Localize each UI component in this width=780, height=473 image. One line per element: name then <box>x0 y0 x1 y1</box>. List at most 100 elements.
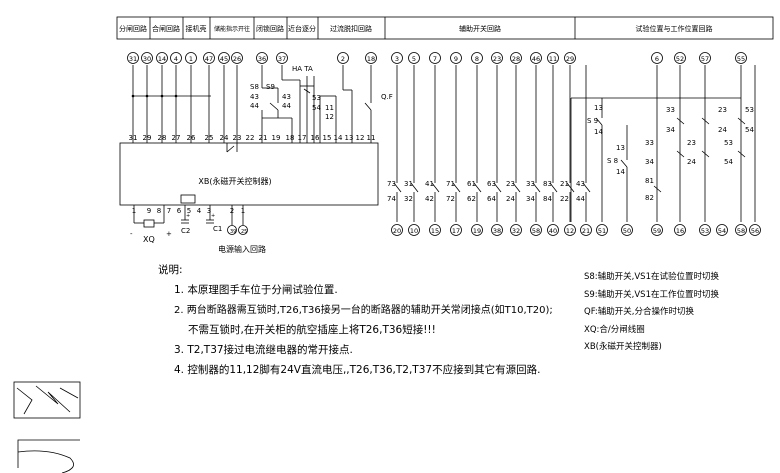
contact-label: 83 <box>543 180 552 188</box>
terminal-label: 12 <box>566 227 574 235</box>
contact-label: 62 <box>467 195 476 203</box>
terminal-top: 57 <box>699 52 711 64</box>
terminal-bottom: 59 <box>651 224 663 236</box>
terminal-top: 46 <box>530 52 542 64</box>
terminal-bottom: 56 <box>749 224 761 236</box>
controller-pin: 21 <box>259 134 268 142</box>
terminal-label: 23 <box>493 55 501 63</box>
terminal-bottom: 53 <box>699 224 711 236</box>
header-table: 分闸回路 合闸回路 接机壳 储能指示开往 闭锁回路 近台逐分 过流脱扣回路 辅助… <box>116 16 774 40</box>
terminal-label: 54 <box>718 227 726 235</box>
terminal-label: 10 <box>410 227 418 235</box>
contact-label: 32 <box>404 195 413 203</box>
terminal-top: 30 <box>141 52 153 64</box>
svg-text:53: 53 <box>724 139 733 147</box>
terminal-label: 19 <box>473 227 481 235</box>
controller-label: XB(永磁开关控制器) <box>198 176 271 186</box>
terminal-label: 38 <box>493 227 501 235</box>
terminal-label: 6 <box>655 55 659 63</box>
svg-text:82: 82 <box>645 194 654 202</box>
controller-pin: 15 <box>323 134 332 142</box>
terminal-label: 51 <box>598 227 606 235</box>
terminal-top: 1 <box>185 52 197 64</box>
contact-label: 44 <box>576 195 585 203</box>
s8-label: S8 <box>250 83 259 91</box>
terminal-label: 18 <box>367 55 375 63</box>
svg-text:+: + <box>166 230 172 238</box>
contact-label: 74 <box>387 195 396 203</box>
svg-text:54: 54 <box>724 158 733 166</box>
svg-text:11: 11 <box>325 104 334 112</box>
terminal-top: 29 <box>564 52 576 64</box>
terminal-top: 31 <box>127 52 139 64</box>
terminal-top: 2 <box>337 52 349 64</box>
terminal-label: 55 <box>737 55 745 63</box>
terminal-label: 8 <box>475 55 479 63</box>
header-cell: 近台逐分 <box>288 24 316 33</box>
terminal-bottom: 16 <box>674 224 686 236</box>
sketch-five-shape <box>17 439 80 473</box>
note-line: 4. 控制器的11,12脚有24V直流电压,,T26,T36,T2,T37不应接… <box>174 363 540 376</box>
terminal-top: 52 <box>674 52 686 64</box>
header-cell: 辅助开关回路 <box>459 24 501 33</box>
terminal-label: 45 <box>220 55 228 63</box>
svg-text:34: 34 <box>645 158 654 166</box>
svg-text:24: 24 <box>718 126 727 134</box>
terminal-top: 55 <box>735 52 747 64</box>
controller-pin: 19 <box>272 134 281 142</box>
controller-bottom-pin: 3 <box>207 207 211 215</box>
terminal-label: 52 <box>676 55 684 63</box>
note-line: 3. T2,T37接过电流继电器的常开接点. <box>174 343 353 356</box>
notes-title: 说明: <box>158 263 183 276</box>
svg-text:+: + <box>186 213 190 219</box>
contact-label: 73 <box>387 180 396 188</box>
terminal-label: 59 <box>653 227 661 235</box>
terminal-label: 1 <box>189 55 193 63</box>
terminal-label: 3 <box>395 55 399 63</box>
terminal-label: 50 <box>623 227 631 235</box>
terminal-top: 18 <box>365 52 377 64</box>
terminal-top: 36 <box>256 52 268 64</box>
terminal-bottom: 32 <box>510 224 522 236</box>
svg-text:33: 33 <box>666 106 675 114</box>
legend-item: S8:辅助开关,VS1在试验位置时切换 <box>584 271 719 282</box>
controller-bottom-pin: 4 <box>197 207 202 215</box>
terminal-label: 30 <box>143 55 151 63</box>
aux-contacts: 7374313241427172616263642324333483842122… <box>387 65 591 222</box>
terminal-bottom: 20 <box>391 224 403 236</box>
aux-contact: 83 84 <box>543 65 558 222</box>
svg-text:23: 23 <box>718 106 727 114</box>
terminal-label: 47 <box>205 55 213 63</box>
terminal-top: 8 <box>471 52 483 64</box>
terminal-label: 53 <box>701 227 709 235</box>
hata-label: HA TA <box>292 65 313 73</box>
legend-item: S9:辅助开关,VS1在工作位置时切换 <box>584 289 719 300</box>
s8b-label: S 8 <box>607 157 618 165</box>
terminal-label: 31 <box>129 55 137 63</box>
svg-text:12: 12 <box>325 113 334 121</box>
header-cell: 接机壳 <box>186 24 207 33</box>
terminal-label: 21 <box>582 227 590 235</box>
terminal-top: 11 <box>547 52 559 64</box>
terminal-top: 9 <box>450 52 462 64</box>
terminal-label: 28 <box>512 55 520 63</box>
terminal-label: 36 <box>258 55 266 63</box>
svg-text:53: 53 <box>312 94 321 102</box>
controller-bottom-pin: 5 <box>187 207 191 215</box>
contact-label: 84 <box>543 195 552 203</box>
terminal-bottom: 21 <box>580 224 592 236</box>
controller-bottom-pin: 8 <box>157 207 161 215</box>
terminal-label: 20 <box>393 227 401 235</box>
terminal-top: 14 <box>156 52 168 64</box>
svg-text:44: 44 <box>282 102 291 110</box>
terminal-top: 23 <box>491 52 503 64</box>
svg-text:-: - <box>130 230 133 238</box>
